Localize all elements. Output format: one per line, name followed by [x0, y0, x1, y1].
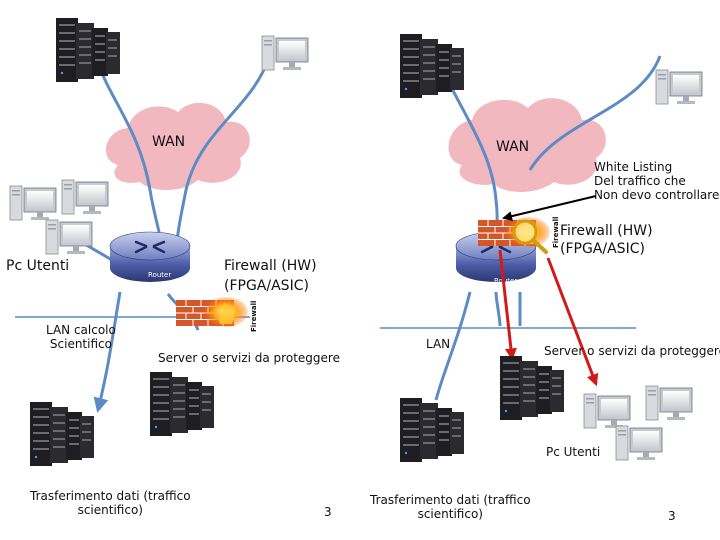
right-pc-users-group: [583, 385, 693, 461]
left-scientific-server-cluster: [30, 402, 94, 466]
right-wan-server-cluster: [400, 34, 464, 98]
whitelist-arrow: [502, 195, 597, 222]
right-scientific-server-cluster: [400, 398, 464, 462]
red-filter-arrows: [498, 249, 599, 387]
left-lan-calc-label: LAN calcolo Scientifico: [46, 323, 116, 351]
right-servers-label: Server o servizi da proteggere: [544, 344, 720, 358]
left-wan-cloud: [105, 102, 250, 190]
right-page-number: 3: [668, 509, 676, 523]
left-firewall-label: Firewall (HW) (FPGA/ASIC): [224, 258, 317, 294]
left-pc-users-label: Pc Utenti: [6, 258, 70, 274]
right-lan-label: LAN: [426, 337, 451, 351]
left-transfer-label: Trasferimento dati (traffico scientifico…: [30, 489, 191, 517]
left-firewall-text: Firewall: [250, 301, 258, 332]
left-wan-server-cluster: [56, 18, 120, 82]
magnifier-icon: [512, 219, 548, 254]
right-protected-server-cluster: [500, 356, 564, 420]
right-firewall-label: Firewall (HW) (FPGA/ASIC): [560, 223, 653, 258]
right-wan-label: WAN: [496, 139, 530, 155]
right-transfer-label: Trasferimento dati (traffico scientifico…: [370, 493, 531, 521]
left-page-number: 3: [324, 505, 332, 519]
left-protected-server-cluster: [150, 372, 214, 436]
right-router-text: Router: [494, 277, 517, 285]
right-wan-cloud: [448, 98, 606, 192]
left-servers-label: Server o servizi da proteggere: [158, 351, 340, 365]
left-router-text: Router: [148, 271, 171, 279]
right-wan-pc: [655, 69, 703, 105]
left-wan-label: WAN: [152, 134, 186, 150]
left-wan-pc: [261, 35, 309, 71]
right-firewall-text: Firewall: [552, 217, 560, 248]
right-whitelist-label: White Listing Del traffico che Non devo …: [594, 160, 720, 202]
left-pc-users-group: [9, 179, 109, 255]
right-pc-users-label: Pc Utenti: [546, 445, 601, 459]
left-firewall: [175, 296, 249, 328]
